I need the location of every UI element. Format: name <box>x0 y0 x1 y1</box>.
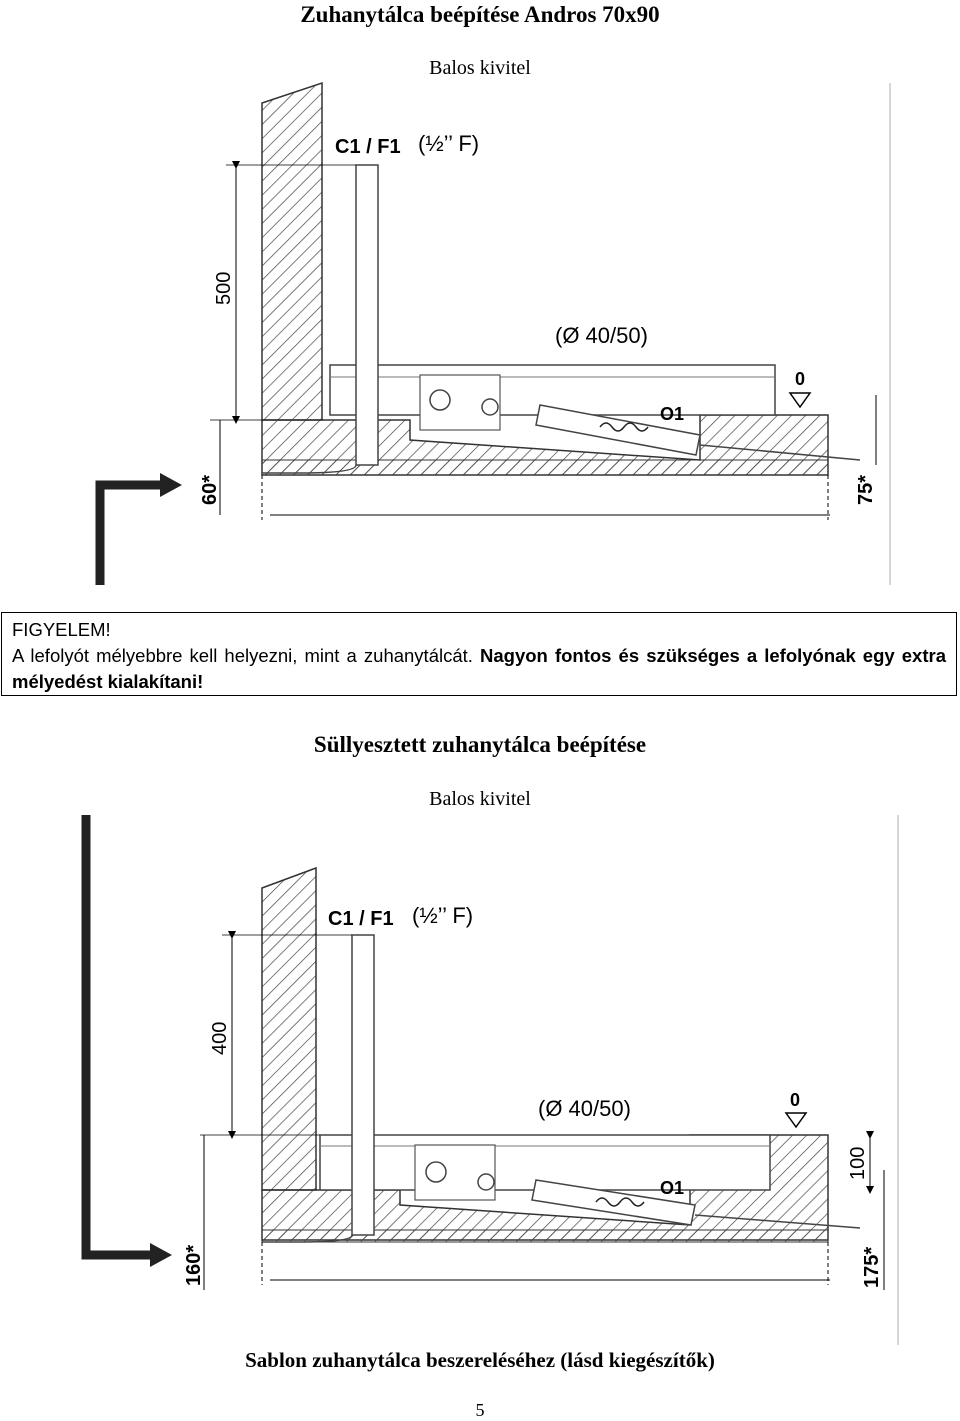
label-pipe-diameter: (Ø 40/50) <box>555 323 648 348</box>
label-outlet: O1 <box>660 404 684 424</box>
label-depth-left: 160* <box>183 1245 205 1286</box>
wall <box>261 866 317 1191</box>
template-arrow <box>81 815 172 1267</box>
label-height: 400 <box>209 1022 231 1055</box>
warning-text-normal: A lefolyót mélyebbre kell helyezni, mint… <box>12 645 473 666</box>
template-arrow <box>95 473 182 585</box>
label-depth-right: 175* <box>861 1247 883 1288</box>
section2-title: Süllyesztett zuhanytálca beépítése <box>313 732 647 757</box>
dimension-lines <box>200 815 899 1345</box>
drain-pipe <box>535 404 861 461</box>
footer-caption: Sablon zuhanytálca beszereléséhez (lásd … <box>245 1348 715 1372</box>
warning-text-bold: Nagyon fontos és szükséges a lefolyónak … <box>12 645 946 692</box>
label-thread: (½’’ F) <box>418 131 479 156</box>
floor-slab <box>261 414 829 476</box>
label-zero-level: 0 <box>790 1090 800 1110</box>
water-pipe <box>262 164 379 474</box>
diagram-standard-installation: C1 / F1 (½’’ F) (Ø 40/50) 0 O1 500 60* 7… <box>95 81 891 585</box>
label-outlet: O1 <box>660 1178 684 1198</box>
wall <box>261 81 323 421</box>
label-connection: C1 / F1 <box>328 908 394 930</box>
warning-box: FIGYELEM! A lefolyót mélyebbre kell hely… <box>1 612 957 696</box>
page-number: 5 <box>475 1400 485 1420</box>
section1-subtitle: Balos kivitel <box>429 57 531 79</box>
label-depth-left: 60* <box>199 475 221 505</box>
drain-pipe <box>531 1179 861 1229</box>
label-connection: C1 / F1 <box>335 136 401 158</box>
diagram-sunken-installation: C1 / F1 (½’’ F) (Ø 40/50) 0 O1 400 100 1… <box>81 815 899 1345</box>
warning-heading: FIGYELEM! <box>12 619 111 640</box>
water-pipe <box>262 934 375 1243</box>
label-height: 500 <box>213 272 235 305</box>
label-tray-height: 100 <box>847 1147 869 1180</box>
label-thread: (½’’ F) <box>412 903 473 928</box>
section1-title: Zuhanytálca beépítése Andros 70x90 <box>300 2 660 27</box>
warning-text: A lefolyót mélyebbre kell helyezni, mint… <box>12 643 946 695</box>
section2-subtitle: Balos kivitel <box>429 788 531 810</box>
label-zero-level: 0 <box>795 369 805 389</box>
label-pipe-diameter: (Ø 40/50) <box>538 1096 631 1121</box>
dimension-lines <box>210 83 891 585</box>
label-depth-right: 75* <box>855 475 877 505</box>
